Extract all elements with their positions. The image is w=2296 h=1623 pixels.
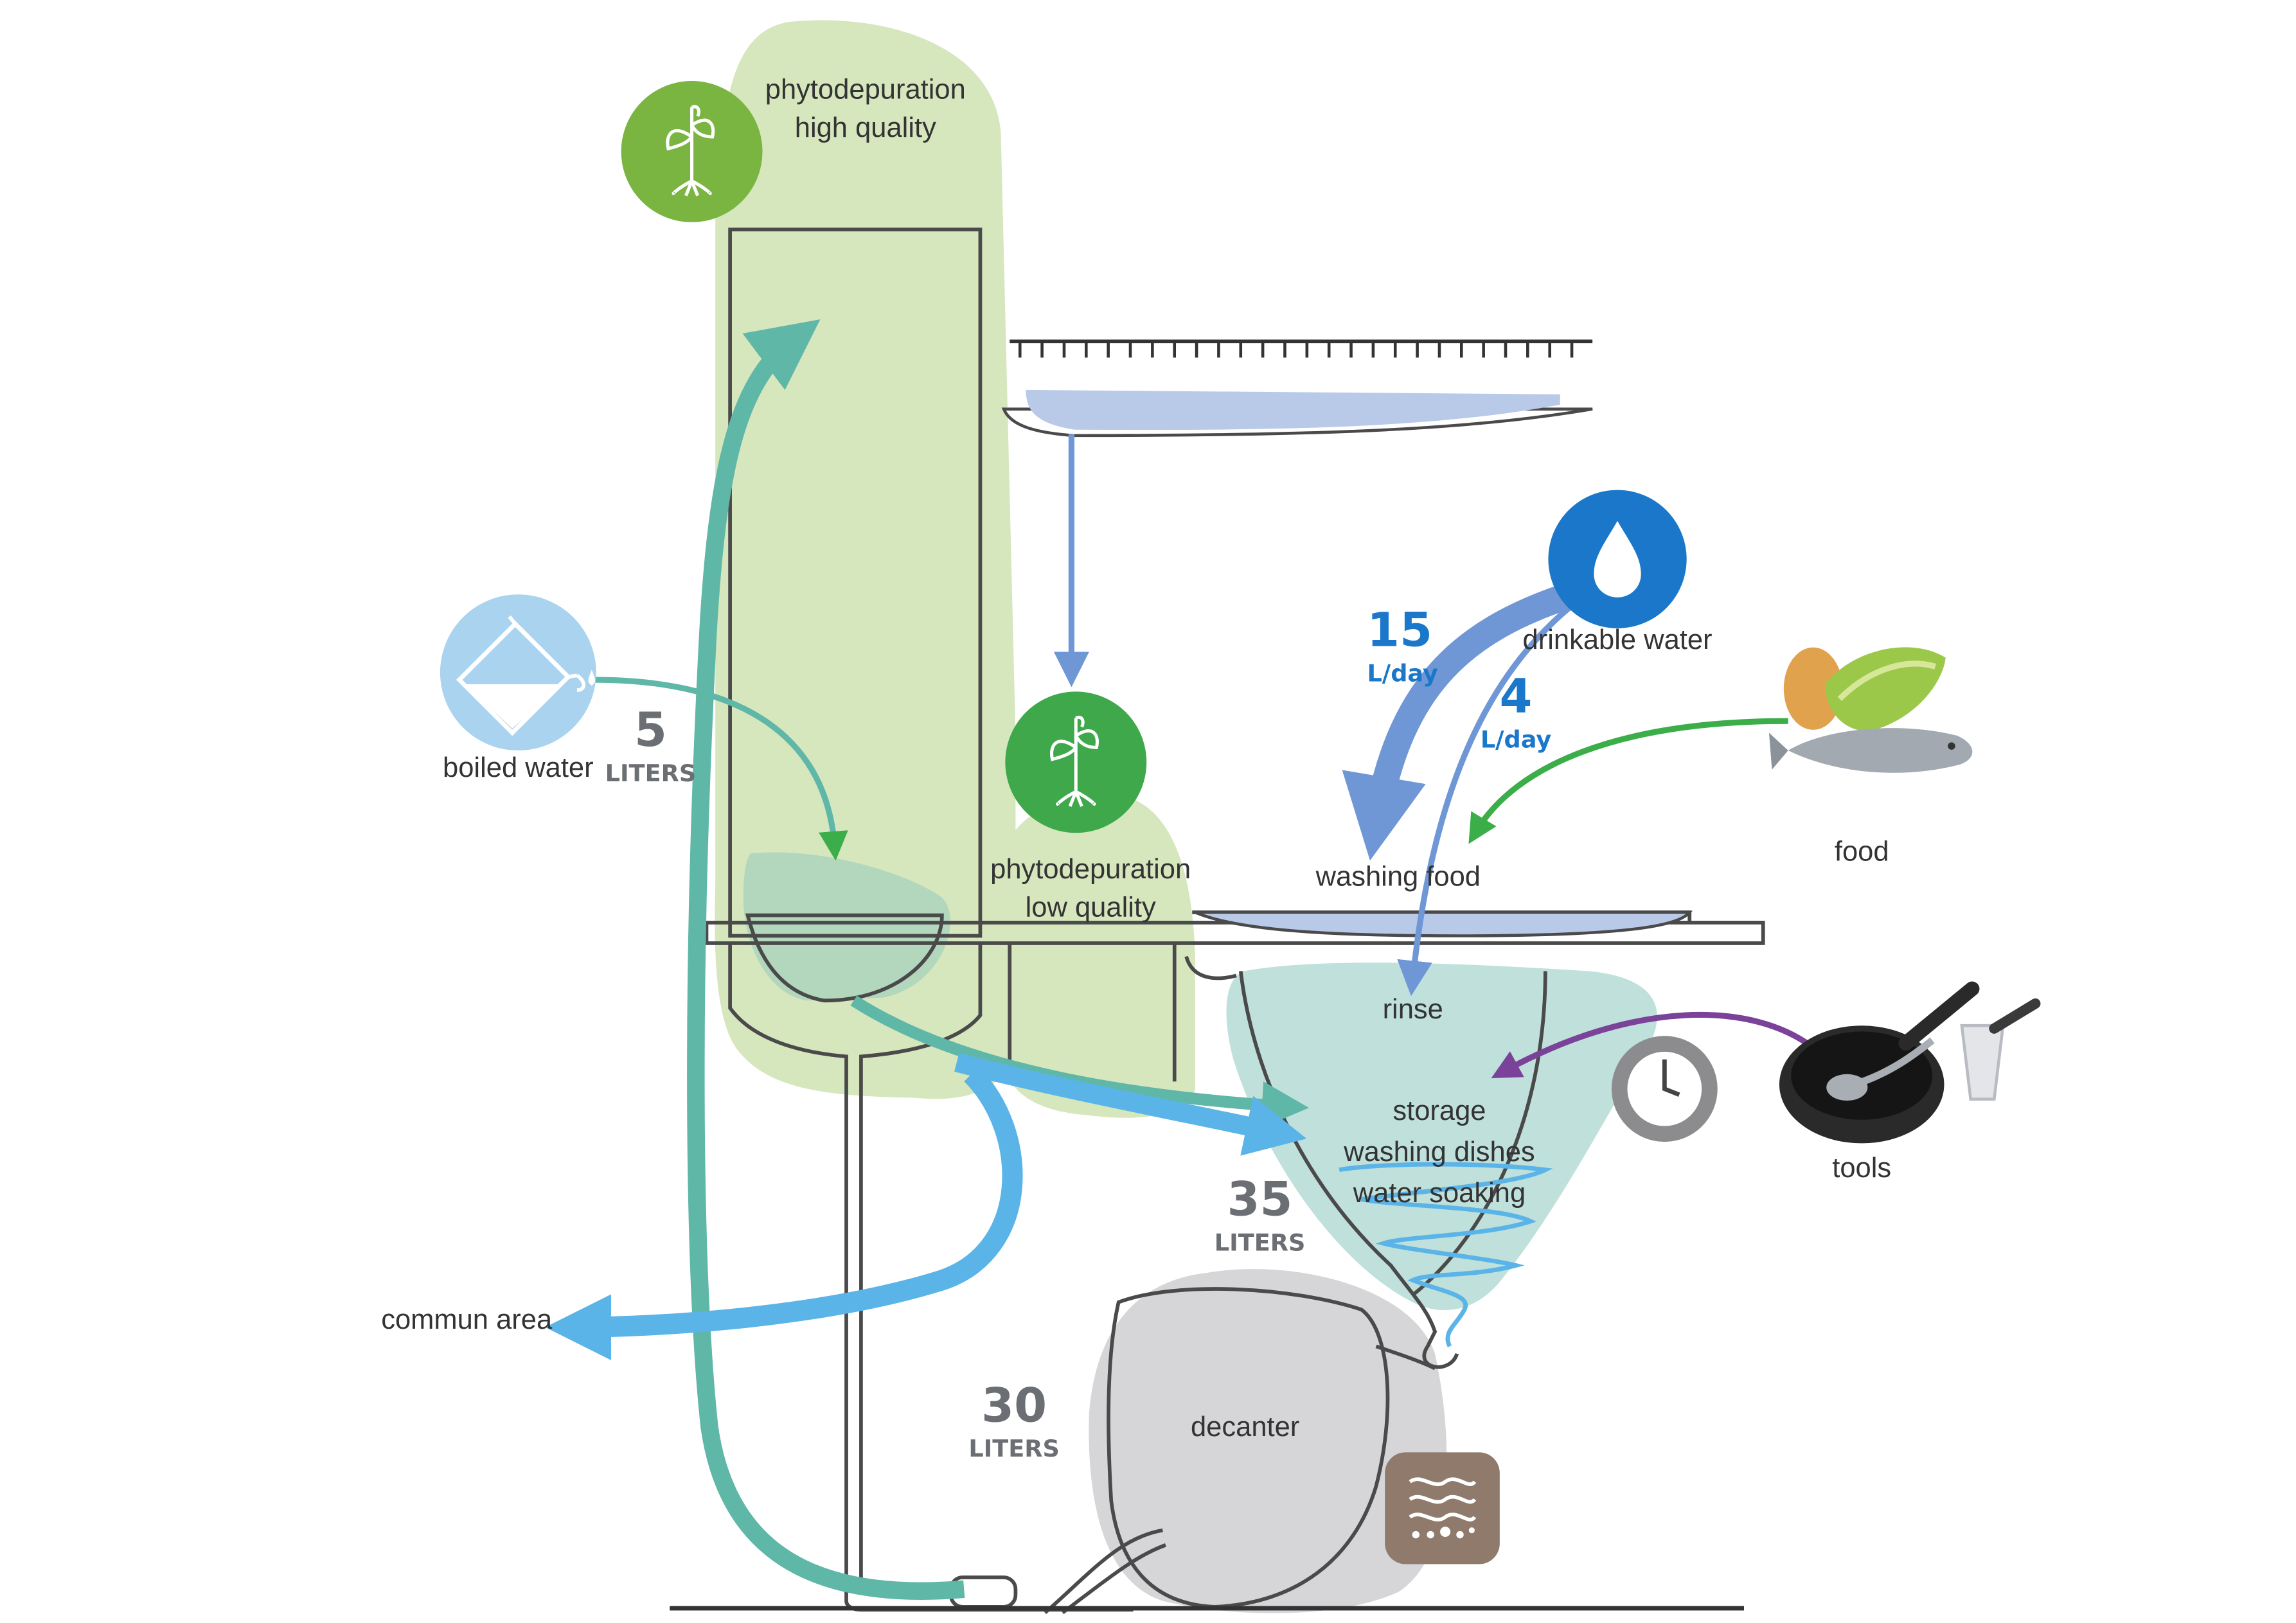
pan-icon [1779, 981, 2041, 1144]
phyto-low-label-2: low quality [1026, 892, 1156, 923]
rinse-rate-unit: L/day [1481, 725, 1552, 753]
drinkable-rinse-flow [1397, 601, 1577, 997]
food-label: food [1835, 837, 1889, 867]
water-drop-icon [1548, 490, 1687, 628]
commun-area-flow [545, 1067, 1023, 1360]
boiled-pot-icon [440, 594, 596, 750]
clock-icon [1611, 1036, 1718, 1142]
washing-dishes-label: washing dishes [1343, 1137, 1535, 1167]
decanter-label: decanter [1191, 1412, 1299, 1442]
boiled-settling-zone [743, 852, 950, 1001]
food-icon [1768, 647, 1973, 773]
storage-label: storage [1393, 1095, 1486, 1126]
food-flow [1468, 718, 1788, 844]
storage-quantity-value: 35 [1227, 1173, 1293, 1227]
drinkable-water-label: drinkable water [1523, 625, 1713, 655]
rinse-rate-value: 4 [1500, 669, 1533, 723]
big-teal-loop-flow [687, 319, 965, 1600]
phytodepuration-high-zone [715, 20, 1016, 1099]
storage-quantity-unit: LITERS [1215, 1229, 1306, 1257]
water-soaking-label: water soaking [1353, 1178, 1526, 1209]
phytodepuration-low-zone [997, 794, 1195, 1118]
decanter-quantity-value: 30 [981, 1378, 1047, 1433]
boiled-quantity-unit: LITERS [605, 759, 697, 787]
washing-rate-value: 15 [1367, 603, 1432, 657]
phyto-to-storage-flow [954, 1053, 1307, 1156]
canopy [1001, 339, 1593, 438]
washing-rate-unit: L/day [1367, 659, 1438, 687]
commun-area-label: commun area [381, 1304, 553, 1335]
soaking-spiral [1339, 1162, 1553, 1347]
tools-flow [1491, 1011, 1815, 1079]
sediment-icon [1385, 1452, 1500, 1565]
drinkable-washing-flow [1342, 583, 1572, 861]
decanter-quantity-unit: LITERS [968, 1435, 1060, 1462]
phyto-low-label-1: phytodepuration [990, 854, 1191, 885]
phyto-low-plant-icon [1005, 691, 1147, 833]
boiled-water-label: boiled water [443, 752, 594, 783]
phyto-high-plant-icon [621, 80, 763, 222]
boiled-water-flow [594, 677, 848, 861]
phyto-high-label-1: phytodepuration [765, 74, 966, 105]
tools-label: tools [1832, 1153, 1891, 1184]
labels: phytodepuration high quality phytodepura… [381, 74, 1891, 1462]
rinse-label: rinse [1383, 994, 1443, 1025]
boiled-quantity-value: 5 [634, 703, 667, 758]
structure-outline [670, 227, 1765, 1615]
phyto-high-label-2: high quality [795, 112, 936, 143]
washing-food-label: washing food [1315, 862, 1481, 892]
washing-food-basin [1194, 910, 1693, 937]
